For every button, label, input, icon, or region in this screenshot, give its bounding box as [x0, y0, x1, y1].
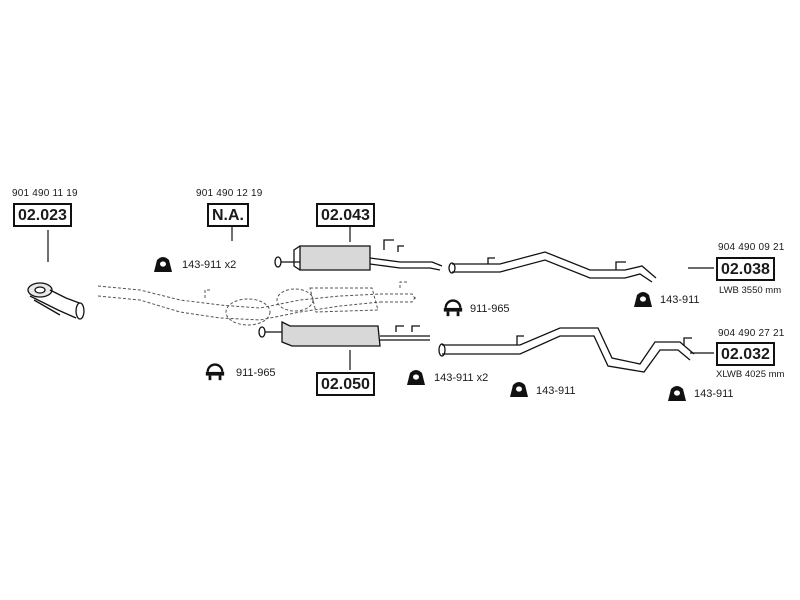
tail-lwb-note: LWB 3550 mm	[719, 285, 782, 296]
front-pipe-oem: 901 490 11 19	[12, 188, 78, 199]
leader-lines	[47, 224, 714, 370]
rubber-mount-icon	[407, 370, 425, 385]
front-pipe-code: 02.023	[13, 203, 72, 227]
tail-pipe-xlwb-part	[438, 327, 695, 373]
mount-d-label: 143-911	[536, 385, 576, 397]
rubber-mount-icon	[510, 382, 528, 397]
rubber-mount-icon	[634, 292, 652, 307]
rear-silencer-code: 02.050	[316, 372, 375, 396]
middle-silencer-code: 02.043	[316, 203, 375, 227]
mount-c-label: 143-911 x2	[434, 372, 489, 384]
middle-silencer-part	[274, 239, 443, 271]
mount-b-label: 143-911	[660, 294, 700, 306]
mount-e-label: 143-911	[694, 388, 734, 400]
tail-lwb-code: 02.038	[716, 257, 775, 281]
clamp-icon	[204, 363, 226, 382]
tail-lwb-oem: 904 490 09 21	[718, 242, 785, 253]
clamp-icon	[442, 299, 464, 318]
tail-xlwb-oem: 904 490 27 21	[718, 328, 785, 339]
front-pipe-part	[27, 282, 85, 320]
mount-a-label: 143-911 x2	[182, 259, 237, 271]
rear-silencer-part	[258, 320, 430, 347]
clamp-b-label: 911-965	[236, 367, 276, 379]
na-code: N.A.	[207, 203, 249, 227]
tail-xlwb-note: XLWB 4025 mm	[716, 369, 785, 380]
tail-xlwb-code: 02.032	[716, 342, 775, 366]
na-section-part	[97, 281, 417, 326]
rubber-mount-icon	[668, 386, 686, 401]
na-oem: 901 490 12 19	[196, 188, 263, 199]
tail-pipe-lwb-part	[448, 251, 657, 283]
rubber-mount-icon	[154, 257, 172, 272]
clamp-a-label: 911-965	[470, 303, 510, 315]
